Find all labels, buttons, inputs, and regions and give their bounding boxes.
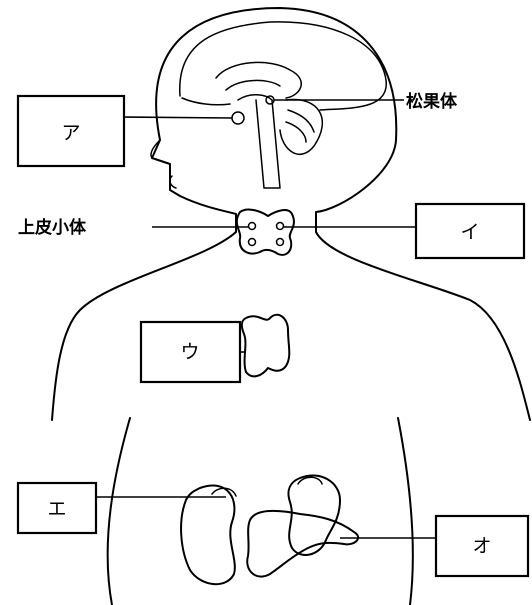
- box-a-text: ア: [61, 122, 80, 144]
- parathyroid-dot: [249, 223, 256, 230]
- box-o-text: オ: [472, 535, 491, 557]
- box-u: ウ: [141, 322, 240, 382]
- face-profile: [151, 140, 176, 188]
- thymus: [242, 315, 289, 377]
- parathyroid-dot: [277, 239, 284, 246]
- thyroid-gland: [237, 209, 294, 254]
- box-o: オ: [436, 516, 528, 576]
- parathyroid-dot: [249, 239, 256, 246]
- pituitary-gland: [232, 112, 244, 124]
- parathyroid-dot: [277, 223, 284, 230]
- pineal-gland: [266, 96, 274, 104]
- cerebellum: [280, 100, 322, 155]
- box-e-text: エ: [47, 498, 66, 520]
- box-i-text: イ: [460, 221, 479, 243]
- kidney-left: [181, 486, 235, 585]
- adrenal-left: [212, 488, 236, 496]
- label-pineal: 松果体: [406, 91, 458, 112]
- box-u-text: ウ: [180, 341, 199, 363]
- pancreas: [247, 511, 358, 577]
- box-a: ア: [18, 96, 124, 166]
- brainstem: [256, 100, 280, 188]
- box-e: エ: [18, 483, 96, 533]
- box-i: イ: [416, 204, 524, 258]
- leader-a: [124, 117, 232, 118]
- brain-folds: [216, 62, 301, 100]
- label-parathyroid: 上皮小体: [18, 217, 87, 238]
